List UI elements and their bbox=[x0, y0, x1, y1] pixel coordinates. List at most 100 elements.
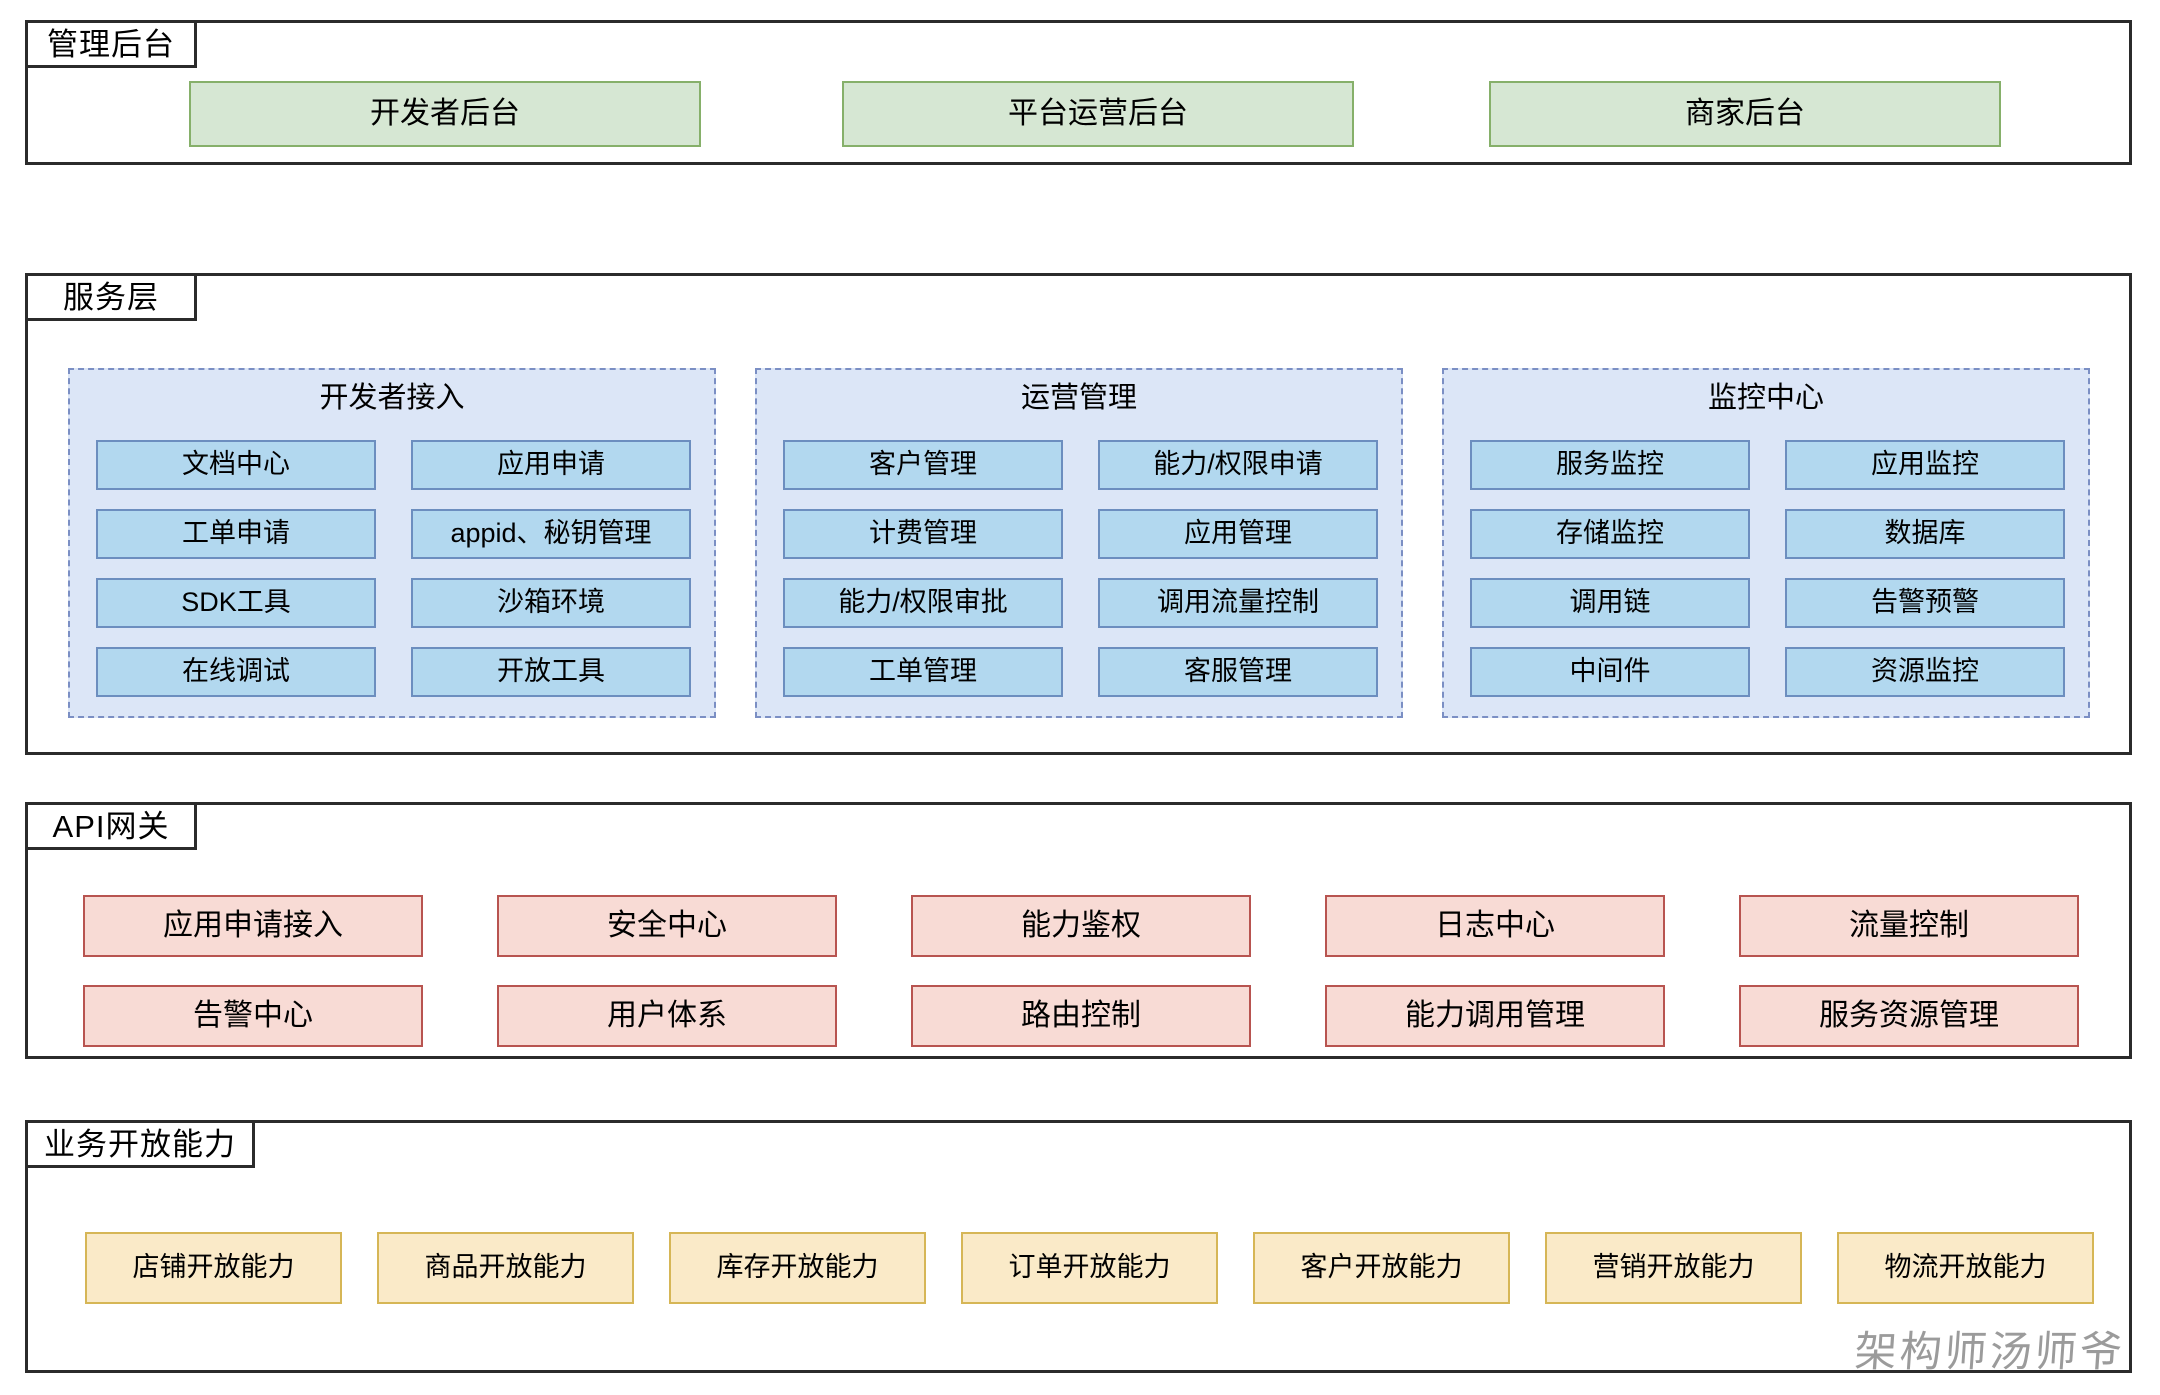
node-label: 工单管理 bbox=[869, 656, 977, 687]
node-billing-management[interactable]: 计费管理 bbox=[783, 509, 1063, 559]
layer-service-label: 服务层 bbox=[63, 279, 159, 315]
node-label: 沙箱环境 bbox=[497, 587, 605, 618]
node-alarm-center[interactable]: 告警中心 bbox=[83, 985, 423, 1047]
node-middleware[interactable]: 中间件 bbox=[1470, 647, 1750, 697]
node-capability-auth[interactable]: 能力鉴权 bbox=[911, 895, 1251, 957]
node-label: 用户体系 bbox=[607, 998, 727, 1032]
node-capability-permission-apply[interactable]: 能力/权限申请 bbox=[1098, 440, 1378, 490]
node-label: SDK工具 bbox=[181, 587, 291, 618]
node-label: 能力调用管理 bbox=[1405, 998, 1585, 1032]
node-app-apply[interactable]: 应用申请 bbox=[411, 440, 691, 490]
node-label: 店铺开放能力 bbox=[132, 1252, 295, 1283]
node-open-tool[interactable]: 开放工具 bbox=[411, 647, 691, 697]
node-label: 中间件 bbox=[1569, 656, 1651, 687]
node-storage-monitor[interactable]: 存储监控 bbox=[1470, 509, 1750, 559]
node-app-apply-access[interactable]: 应用申请接入 bbox=[83, 895, 423, 957]
node-label: 文档中心 bbox=[182, 449, 290, 480]
node-platform-operation-console[interactable]: 平台运营后台 bbox=[842, 81, 1354, 147]
layer-business-capability-tab: 业务开放能力 bbox=[25, 1120, 255, 1168]
node-inventory-open-capability[interactable]: 库存开放能力 bbox=[669, 1232, 926, 1304]
node-label: 路由控制 bbox=[1021, 998, 1141, 1032]
node-label: 服务资源管理 bbox=[1819, 998, 1999, 1032]
node-app-management[interactable]: 应用管理 bbox=[1098, 509, 1378, 559]
node-customer-open-capability[interactable]: 客户开放能力 bbox=[1253, 1232, 1510, 1304]
node-capability-permission-approval[interactable]: 能力/权限审批 bbox=[783, 578, 1063, 628]
node-order-open-capability[interactable]: 订单开放能力 bbox=[961, 1232, 1218, 1304]
node-label: appid、秘钥管理 bbox=[450, 518, 652, 549]
node-label: 能力/权限审批 bbox=[838, 587, 1008, 618]
node-product-open-capability[interactable]: 商品开放能力 bbox=[377, 1232, 634, 1304]
node-label: 调用链 bbox=[1569, 587, 1651, 618]
node-label: 存储监控 bbox=[1556, 518, 1664, 549]
node-label: 流量控制 bbox=[1849, 908, 1969, 942]
node-label: 计费管理 bbox=[869, 518, 977, 549]
layer-admin-label: 管理后台 bbox=[47, 26, 175, 62]
node-log-center[interactable]: 日志中心 bbox=[1325, 895, 1665, 957]
node-route-control[interactable]: 路由控制 bbox=[911, 985, 1251, 1047]
watermark: 架构师汤师爷 bbox=[1853, 1330, 2127, 1376]
node-label: 物流开放能力 bbox=[1884, 1252, 2047, 1283]
node-label: 告警预警 bbox=[1871, 587, 1979, 618]
node-label: 安全中心 bbox=[607, 908, 727, 942]
node-label: 能力/权限申请 bbox=[1153, 449, 1323, 480]
node-label: 商品开放能力 bbox=[424, 1252, 587, 1283]
node-appid-secret-management[interactable]: appid、秘钥管理 bbox=[411, 509, 691, 559]
node-label: 库存开放能力 bbox=[716, 1252, 879, 1283]
node-label: 客户管理 bbox=[869, 449, 977, 480]
group-title: 运营管理 bbox=[1020, 382, 1137, 414]
node-label: 调用流量控制 bbox=[1157, 587, 1319, 618]
layer-business-capability-label: 业务开放能力 bbox=[44, 1126, 236, 1162]
node-resource-monitor[interactable]: 资源监控 bbox=[1785, 647, 2065, 697]
node-online-debug[interactable]: 在线调试 bbox=[96, 647, 376, 697]
node-label: 服务监控 bbox=[1556, 449, 1664, 480]
node-ticket-management[interactable]: 工单管理 bbox=[783, 647, 1063, 697]
node-call-traffic-control[interactable]: 调用流量控制 bbox=[1098, 578, 1378, 628]
node-call-chain[interactable]: 调用链 bbox=[1470, 578, 1750, 628]
node-shop-open-capability[interactable]: 店铺开放能力 bbox=[85, 1232, 342, 1304]
node-security-center[interactable]: 安全中心 bbox=[497, 895, 837, 957]
layer-api-gateway-label: API网关 bbox=[52, 808, 170, 844]
node-label: 应用申请 bbox=[497, 449, 605, 480]
node-label: 数据库 bbox=[1884, 518, 1966, 549]
layer-service-tab: 服务层 bbox=[25, 273, 197, 321]
node-ticket-apply[interactable]: 工单申请 bbox=[96, 509, 376, 559]
node-customer-management[interactable]: 客户管理 bbox=[783, 440, 1063, 490]
node-database[interactable]: 数据库 bbox=[1785, 509, 2065, 559]
node-doc-center[interactable]: 文档中心 bbox=[96, 440, 376, 490]
layer-api-gateway-tab: API网关 bbox=[25, 802, 197, 850]
node-sdk-tool[interactable]: SDK工具 bbox=[96, 578, 376, 628]
node-label: 工单申请 bbox=[182, 518, 290, 549]
node-label: 客服管理 bbox=[1184, 656, 1292, 687]
node-label: 应用管理 bbox=[1184, 518, 1292, 549]
node-merchant-console[interactable]: 商家后台 bbox=[1489, 81, 2001, 147]
node-label: 告警中心 bbox=[193, 998, 313, 1032]
node-logistics-open-capability[interactable]: 物流开放能力 bbox=[1837, 1232, 2094, 1304]
node-label: 应用监控 bbox=[1871, 449, 1979, 480]
node-developer-console[interactable]: 开发者后台 bbox=[189, 81, 701, 147]
group-title: 开发者接入 bbox=[319, 382, 465, 414]
node-sandbox-env[interactable]: 沙箱环境 bbox=[411, 578, 691, 628]
node-marketing-open-capability[interactable]: 营销开放能力 bbox=[1545, 1232, 1802, 1304]
node-capability-call-management[interactable]: 能力调用管理 bbox=[1325, 985, 1665, 1047]
node-traffic-control[interactable]: 流量控制 bbox=[1739, 895, 2079, 957]
node-customer-service-management[interactable]: 客服管理 bbox=[1098, 647, 1378, 697]
node-label: 开发者后台 bbox=[370, 96, 520, 130]
layer-admin-tab: 管理后台 bbox=[25, 20, 197, 68]
node-label: 开放工具 bbox=[497, 656, 605, 687]
node-alarm-warning[interactable]: 告警预警 bbox=[1785, 578, 2065, 628]
node-service-monitor[interactable]: 服务监控 bbox=[1470, 440, 1750, 490]
node-label: 商家后台 bbox=[1685, 96, 1805, 130]
node-label: 资源监控 bbox=[1871, 656, 1979, 687]
node-user-system[interactable]: 用户体系 bbox=[497, 985, 837, 1047]
group-title: 监控中心 bbox=[1707, 382, 1824, 414]
node-label: 应用申请接入 bbox=[163, 908, 343, 942]
node-label: 平台运营后台 bbox=[1008, 96, 1188, 130]
node-app-monitor[interactable]: 应用监控 bbox=[1785, 440, 2065, 490]
node-label: 客户开放能力 bbox=[1300, 1252, 1463, 1283]
node-service-resource-management[interactable]: 服务资源管理 bbox=[1739, 985, 2079, 1047]
node-label: 能力鉴权 bbox=[1021, 908, 1141, 942]
node-label: 营销开放能力 bbox=[1592, 1252, 1755, 1283]
node-label: 在线调试 bbox=[182, 656, 290, 687]
node-label: 订单开放能力 bbox=[1008, 1252, 1171, 1283]
